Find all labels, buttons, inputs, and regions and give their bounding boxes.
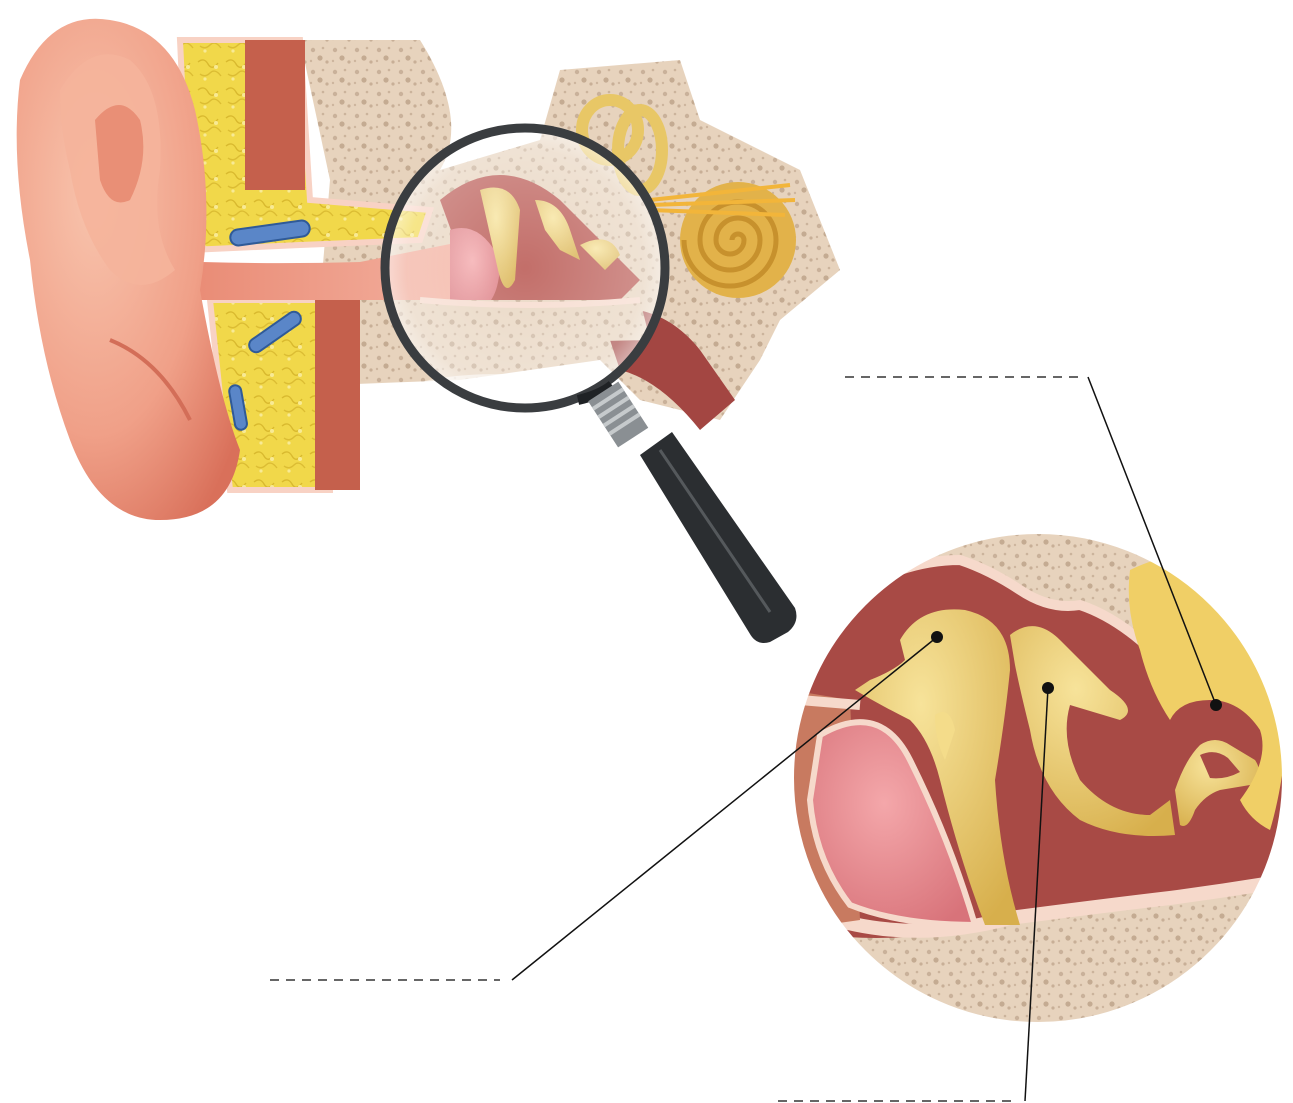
lower-skin-band xyxy=(315,300,360,490)
pointer-dot-incus xyxy=(1042,682,1054,694)
pointer-dot-malleus xyxy=(931,631,943,643)
upper-skin-band xyxy=(245,40,305,190)
pointer-dot-stapes xyxy=(1210,699,1222,711)
